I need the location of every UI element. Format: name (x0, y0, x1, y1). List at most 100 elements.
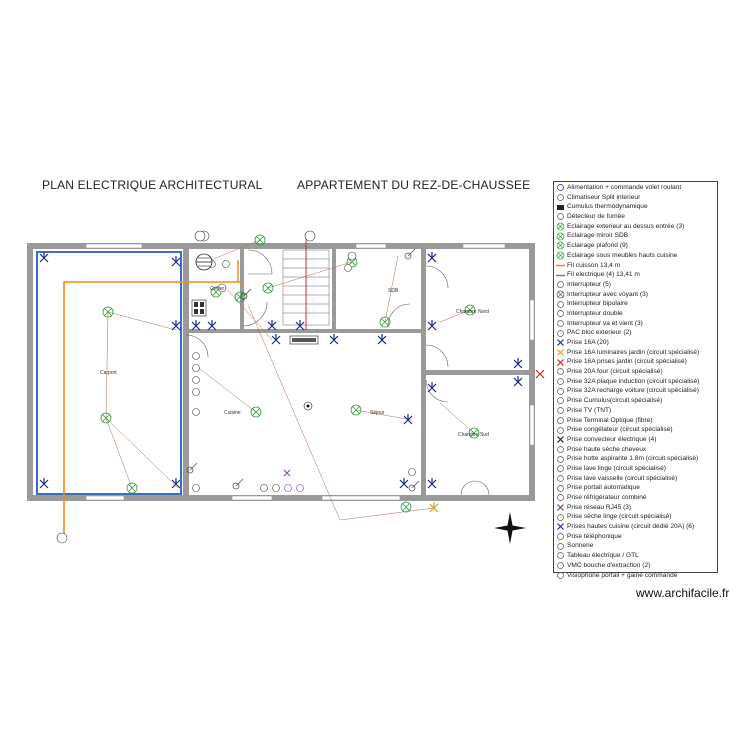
legend-label: Eclairage plafond (9) (567, 242, 628, 250)
oven-outlet-icon (556, 367, 565, 376)
wire-brown-icon (556, 271, 565, 280)
legend-label: Alimentation + commande volet roulant (567, 184, 682, 191)
legend-item: Sonnerie (556, 541, 717, 551)
two-way-switch-icon (240, 288, 252, 300)
legend-label: Prises hautes cuisine (circuit dédié 20A… (567, 523, 695, 531)
car-charger-outlet-icon (56, 532, 68, 544)
legend-item: Prise congélateur (circuit spécialisé) (556, 425, 717, 435)
legend-item: Interrupteur avec voyant (3) (556, 290, 717, 300)
outdoor-light-icon (126, 482, 138, 494)
fiber-outlet-icon (556, 416, 565, 425)
compass-icon (494, 512, 526, 544)
legend-item: Interrupteur va et vient (3) (556, 319, 717, 329)
room-label-chambre-nord: Chambre Nord (456, 309, 489, 315)
ceiling-light-icon (102, 306, 114, 318)
room-label-sdb: SDB (388, 288, 399, 294)
fridge-outlet-icon (192, 352, 200, 360)
outlet-icon (267, 320, 277, 331)
legend-label: Prise Terminal Optique (fibre) (567, 416, 653, 424)
legend-item: Prise 16A luminaires jardin (circuit spé… (556, 348, 717, 358)
smoke-detector-icon (556, 212, 565, 221)
wall-bottom (27, 495, 535, 501)
washer-outlet-icon (556, 464, 565, 473)
bipolar-switch-icon (556, 300, 565, 309)
garden-light-outlet-icon (556, 348, 565, 357)
legend-item: Cumulus thermodynamique (556, 202, 717, 212)
mirror-light-icon (556, 232, 565, 241)
convector-outlet-icon (556, 435, 565, 444)
legend-label: Prise TV (TNT) (567, 406, 612, 414)
doors (185, 249, 490, 496)
legend-label: Prise réfrigérateur combiné (567, 494, 647, 501)
outlet-icon (171, 478, 181, 489)
fridge-outlet-icon (556, 493, 565, 502)
ceiling-light-icon (100, 412, 112, 424)
switch-light-icon (232, 478, 244, 490)
walls (27, 243, 535, 501)
split-ac-icon (556, 193, 565, 202)
legend-label: Tableau électrique / GTL (567, 552, 639, 560)
panel-icon (191, 299, 207, 317)
legend-item: Prise 16A (20) (556, 338, 717, 348)
switch-light-icon (556, 290, 565, 299)
wall-carport (183, 243, 189, 501)
apartment-title: APPARTEMENT DU REZ-DE-CHAUSSEE (297, 178, 531, 192)
water-heater-icon (195, 253, 213, 271)
legend-item: Prise réseau RJ45 (3) (556, 503, 717, 513)
bipolar-switch-icon (408, 480, 420, 492)
legend-item: Climatiseur Split interieur (556, 193, 717, 203)
lights (100, 234, 480, 513)
ceiling-light-icon (468, 427, 480, 439)
hood-outlet-icon (192, 484, 200, 492)
room-label-chambre-sud: Chambre Sud (458, 432, 489, 438)
outlet-icon (39, 478, 49, 489)
outdoor-light-icon (556, 222, 565, 231)
outlet-icon (513, 376, 523, 387)
phone-outlet-icon (556, 532, 565, 541)
legend-item: Eclairage exterieur au dessus entrée (3) (556, 222, 717, 232)
two-way-switch-icon (556, 319, 565, 328)
garden-light-outlet-icon (429, 502, 439, 513)
legend-item: Prise convecteur électrique (4) (556, 435, 717, 445)
legend-item: PAC bloc exterieur (2) (556, 328, 717, 338)
legend-item: Eclairage plafond (9) (556, 241, 717, 251)
gate-outlet-icon (556, 484, 565, 493)
room-label-sejour: Séjour (370, 410, 385, 416)
legend-item: Détecteur de fumée (556, 212, 717, 222)
legend-label: Prise 32A plaque induction (circuit spéc… (567, 377, 700, 385)
wall-stair-left (240, 243, 244, 333)
legend-label: Prise sèche linge (circuit spécialisé) (567, 513, 672, 521)
dryer-outlet-icon (556, 513, 565, 522)
legend-item: Prise Cumulus(circuit spécialisé) (556, 396, 717, 406)
wall-top (27, 243, 535, 249)
legend-item: Prise 16A prises jardin (circuit spécial… (556, 357, 717, 367)
heat-pump-icon (556, 329, 565, 338)
legend-item: Eclairage miroir SDB (556, 231, 717, 241)
outlet-icon (399, 478, 409, 489)
tv-outlet-icon (556, 406, 565, 415)
legend-item: Prise hotte aspirante 1.8m (circuit spéc… (556, 454, 717, 464)
legend-item: Prise sèche linge (circuit spécialisé) (556, 512, 717, 522)
wire-orange-icon (556, 261, 565, 270)
outlet-icon (427, 382, 437, 393)
outlet-icon (171, 256, 181, 267)
outlet-icon (171, 320, 181, 331)
legend-label: Prise 16A luminaires jardin (circuit spé… (567, 348, 700, 356)
legend-label: Fil cuisson 13,4 m (567, 261, 621, 269)
legend-item: Prise lave vaisselle (circuit spécialisé… (556, 474, 717, 484)
heater-outlet-icon (556, 396, 565, 405)
ceiling-light-icon (250, 406, 262, 418)
doorbell-icon (556, 542, 565, 551)
switch-icon (556, 280, 565, 289)
videophone-icon (556, 571, 565, 580)
legend-label: Cumulus thermodynamique (567, 203, 648, 211)
ceiling-light-icon (379, 316, 391, 328)
floor-plan: Carport Cuisine Séjour Chambre Nord Cham… (27, 230, 545, 544)
split-ac-icon (194, 230, 316, 242)
cabinet-light-icon (556, 251, 565, 260)
legend-label: Prise lave vaisselle (circuit spécialisé… (567, 474, 678, 482)
legend-label: Eclairage exterieur au dessus entrée (3) (567, 222, 685, 230)
hairdryer-outlet-icon (556, 445, 565, 454)
outlet-icon (556, 338, 565, 347)
freezer-outlet-icon (192, 364, 200, 372)
